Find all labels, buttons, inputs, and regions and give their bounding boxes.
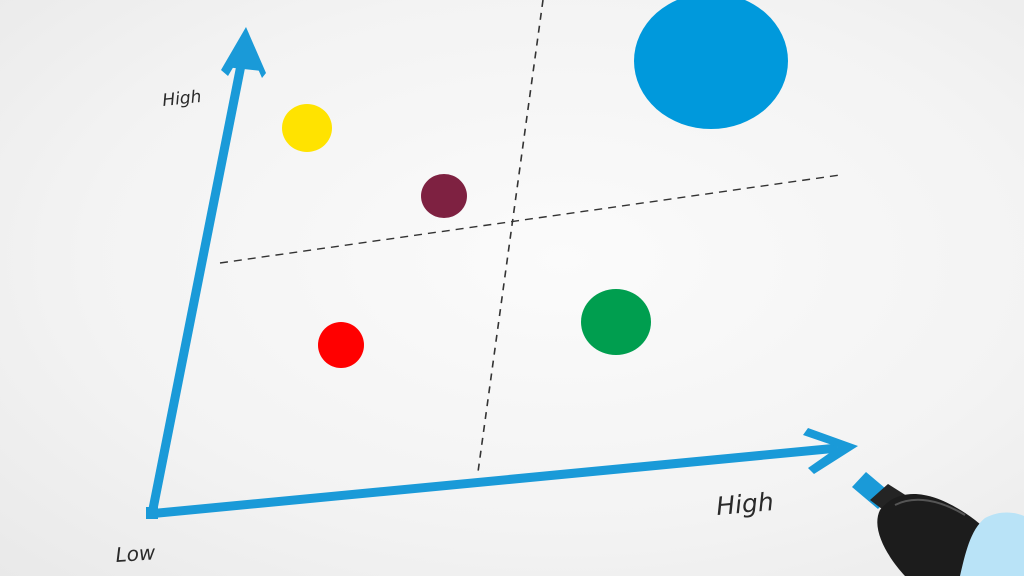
y-axis-arrowhead-inner bbox=[221, 27, 266, 78]
maroon-bubble bbox=[421, 174, 467, 218]
marker-body-highlight bbox=[894, 498, 966, 516]
origin-corner bbox=[146, 507, 158, 519]
highlighter-marker-icon bbox=[852, 472, 1024, 576]
red-bubble bbox=[318, 322, 364, 368]
vertical-dashed-divider bbox=[477, 0, 544, 473]
y-axis-line bbox=[147, 54, 248, 515]
y-axis-high-label: High bbox=[161, 87, 202, 111]
x-axis-line bbox=[147, 443, 839, 519]
axes bbox=[146, 27, 858, 519]
horizontal-dashed-divider bbox=[219, 174, 841, 264]
large-blue-bubble bbox=[634, 0, 788, 129]
marker-cap bbox=[960, 512, 1024, 576]
green-bubble bbox=[581, 289, 651, 355]
origin-low-label: Low bbox=[115, 540, 157, 567]
yellow-bubble bbox=[282, 104, 332, 152]
x-axis-high-label: High bbox=[715, 487, 775, 521]
data-bubbles bbox=[282, 0, 788, 368]
x-axis-arrowhead bbox=[803, 428, 858, 474]
